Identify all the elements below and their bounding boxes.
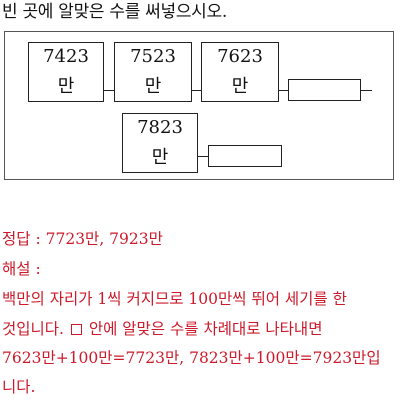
explanation-line-1: 백만의 자리가 1씩 커지므로 100만씩 뛰어 세기를 한 (2, 290, 347, 308)
explanation-line-4: 니다. (2, 378, 36, 396)
explanation-line-3: 7623만+100만=7723만, 7823만+100만=7923만입 (2, 349, 381, 367)
explanation-label: 해설 : (2, 260, 41, 278)
connector-2 (192, 90, 201, 91)
blank-square-icon (70, 324, 82, 335)
number-box-4: 7823 만 (122, 113, 198, 173)
number-box-4-value: 7823 (137, 117, 183, 138)
answer-value: 7723만, 7923만 (45, 230, 163, 248)
number-box-3: 7623 만 (201, 42, 279, 102)
answer-line: 정답 : 7723만, 7923만 (2, 229, 163, 249)
connector-4 (361, 90, 372, 91)
number-box-1-value: 7423 (43, 46, 89, 67)
connector-3 (279, 90, 288, 91)
number-box-3-value: 7623 (217, 46, 263, 67)
number-box-3-unit: 만 (231, 76, 249, 97)
connector-5 (198, 156, 208, 157)
explanation-line-2: 것입니다. 안에 알맞은 수를 차례대로 나타내면 (2, 319, 322, 339)
connector-1 (104, 90, 114, 91)
number-box-2-unit: 만 (144, 76, 162, 97)
number-box-2: 7523 만 (114, 42, 192, 102)
explanation-line-2b: 안에 알맞은 수를 차례대로 나타내면 (88, 320, 323, 338)
explanation-line-2a: 것입니다. (2, 320, 64, 338)
number-box-4-unit: 만 (151, 147, 169, 168)
number-box-2-value: 7523 (130, 46, 176, 67)
number-box-1-unit: 만 (57, 76, 75, 97)
blank-box-2[interactable] (208, 145, 282, 167)
answer-label: 정답 : (2, 230, 41, 248)
blank-box-1[interactable] (288, 79, 361, 101)
problem-frame: 7423 만 7523 만 7623 만 7823 만 (4, 31, 394, 180)
number-box-1: 7423 만 (28, 42, 104, 102)
question-text: 빈 곳에 알맞은 수를 써넣으시오. (2, 2, 227, 22)
